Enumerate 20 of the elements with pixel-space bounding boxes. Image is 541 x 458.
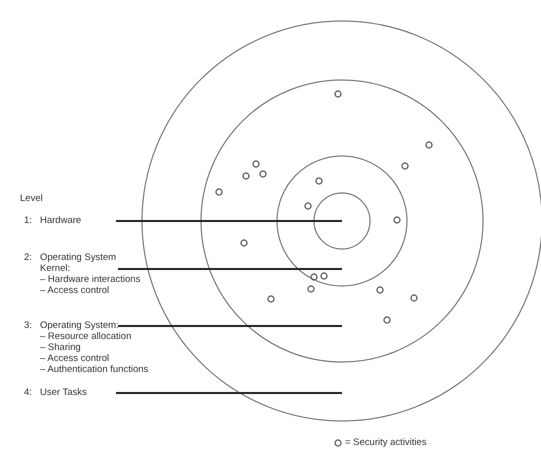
level-name: Operating System Kernel: xyxy=(40,252,118,274)
list-item: – Access control xyxy=(40,285,110,296)
level-name: Operating System: xyxy=(40,320,120,331)
leader-line xyxy=(118,268,342,270)
level-name: User Tasks xyxy=(40,387,87,398)
list-item: – Access control xyxy=(40,353,110,364)
legend-text: = Security activities xyxy=(345,436,427,450)
list-item: – Sharing xyxy=(40,342,81,353)
axis-heading: Level xyxy=(20,192,43,206)
leader-line xyxy=(116,392,342,394)
level-number: 3: xyxy=(24,320,33,333)
level-number: 2: xyxy=(24,252,33,265)
list-item: – Hardware interactions xyxy=(40,274,140,285)
leader-line xyxy=(116,220,342,222)
list-item: – Authentication functions xyxy=(40,364,148,375)
level-number: 4: xyxy=(24,387,33,398)
level-number: 1: xyxy=(24,215,33,226)
list-item: – Resource allocation xyxy=(40,331,132,342)
level-name: Hardware xyxy=(40,215,82,226)
leader-line xyxy=(118,325,342,327)
